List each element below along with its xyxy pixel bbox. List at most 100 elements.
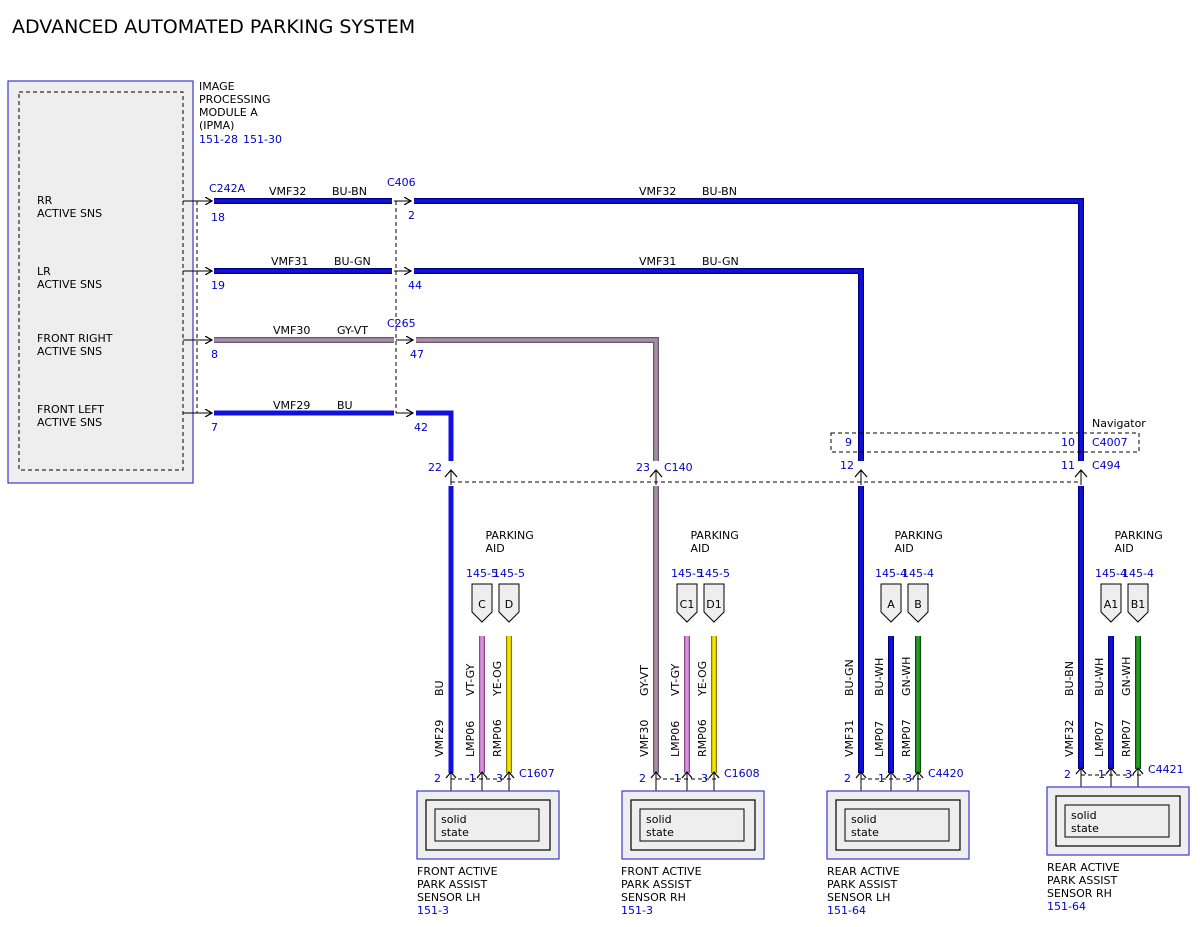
solid-state-label: solid — [851, 813, 877, 826]
park-assist-sensor: A1145-4B1145-4PARKINGAIDBU-BNVMF32BU-WHL… — [1046, 486, 1190, 913]
pin-number: 7 — [211, 421, 218, 434]
signal-label: ACTIVE SNS — [37, 345, 102, 358]
sensor-title: SENSOR LH — [827, 891, 890, 904]
pin-number: 2 — [844, 772, 851, 785]
wire-color-label: BU-WH — [873, 658, 886, 696]
circuit-label: LMP06 — [669, 721, 682, 757]
splice-tab-label: A — [887, 598, 895, 611]
splice-tab — [1127, 583, 1149, 623]
parking-aid-label: AID — [895, 542, 914, 555]
pin-number: 3 — [905, 772, 912, 785]
pin-number: 18 — [211, 211, 225, 224]
ipma-module: IMAGE PROCESSING MODULE A (IPMA) 151-28 … — [7, 80, 282, 484]
connector-label: C4421 — [1148, 763, 1184, 776]
pin-number: 23 — [636, 461, 650, 474]
solid-state-label: state — [1071, 822, 1099, 835]
park-assist-sensor: C1145-5D1145-5PARKINGAIDGY-VTVMF30VT-GYL… — [621, 486, 765, 917]
pin-number: 3 — [496, 772, 503, 785]
pin-number: 47 — [410, 348, 424, 361]
sensor-title: SENSOR LH — [417, 891, 480, 904]
parking-aid-label: PARKING — [486, 529, 534, 542]
solid-state-label: solid — [441, 813, 467, 826]
splice-tab-label: C — [478, 598, 486, 611]
wire-color-label: BU — [337, 399, 353, 412]
wire-color-label: GY-VT — [337, 324, 368, 337]
splice-tab-label: C1 — [680, 598, 695, 611]
splice-tab — [880, 583, 902, 623]
module-ref: 151-30 — [243, 133, 282, 146]
connector-label: C1607 — [519, 767, 555, 780]
parking-aid-label: PARKING — [895, 529, 943, 542]
sensor-title: FRONT ACTIVE — [417, 865, 498, 878]
wire-color-label: VT-GY — [464, 663, 477, 696]
splice-ref: 145-5 — [466, 567, 498, 580]
wire-labels: C242A C406 C265 VMF32 BU-BN VMF32 BU-BN … — [209, 176, 739, 434]
module-name-line: PROCESSING — [199, 93, 271, 106]
pin-number: 3 — [701, 772, 708, 785]
sensor-title: SENSOR RH — [1047, 887, 1112, 900]
signal-label: LR — [37, 265, 51, 278]
circuit-label: VMF30 — [273, 324, 310, 337]
wire-color-label: BU-GN — [843, 659, 856, 696]
page-title: ADVANCED AUTOMATED PARKING SYSTEM — [12, 16, 415, 38]
sensor-ref: 151-3 — [417, 904, 449, 917]
parking-aid-label: PARKING — [691, 529, 739, 542]
pin-number: 12 — [840, 459, 854, 472]
wire-color-label: YE-OG — [696, 661, 709, 697]
splice-tab-label: B — [914, 598, 922, 611]
splice-tab-label: B1 — [1131, 598, 1146, 611]
pin-number: 2 — [434, 772, 441, 785]
signal-label: ACTIVE SNS — [37, 207, 102, 220]
splice-ref: 145-5 — [698, 567, 730, 580]
wire-color-label: BU-GN — [334, 255, 371, 268]
sensors: C145-5D145-5PARKINGAIDBUVMF29VT-GYLMP06Y… — [416, 486, 1190, 917]
signal-label: FRONT LEFT — [37, 403, 104, 416]
splice-tab — [471, 583, 493, 623]
pin-number: 8 — [211, 348, 218, 361]
connector-label: C406 — [387, 176, 416, 189]
wire-color-label: BU-GN — [702, 255, 739, 268]
sensor-ref: 151-64 — [827, 904, 866, 917]
connector-label: C494 — [1092, 459, 1121, 472]
park-assist-sensor: A145-4B145-4PARKINGAIDBU-GNVMF31BU-WHLMP… — [826, 486, 970, 917]
module-name-line: (IPMA) — [199, 119, 234, 132]
connector-label: C242A — [209, 182, 246, 195]
splice-tab — [703, 583, 725, 623]
parking-aid-label: AID — [1115, 542, 1134, 555]
parking-aid-label: AID — [486, 542, 505, 555]
circuit-label: VMF32 — [639, 185, 676, 198]
pin-number: 42 — [414, 421, 428, 434]
wire-color-label: GY-VT — [638, 665, 651, 696]
sensor-title: PARK ASSIST — [417, 878, 488, 891]
pin-number: 10 — [1061, 436, 1075, 449]
pin-number: 2 — [639, 772, 646, 785]
splice-tab-label: D — [505, 598, 513, 611]
wire-color-label: YE-OG — [491, 661, 504, 697]
circuit-label: VMF31 — [271, 255, 308, 268]
sensor-ref: 151-64 — [1047, 900, 1086, 913]
splice-tab-label: D1 — [706, 598, 721, 611]
sensor-ref: 151-3 — [621, 904, 653, 917]
pin-number: 1 — [878, 772, 885, 785]
wire-color-label: VT-GY — [669, 663, 682, 696]
circuit-label: VMF29 — [433, 720, 446, 757]
main-wires — [214, 201, 1084, 461]
module-ref: 151-28 — [199, 133, 238, 146]
inline-connectors: Navigator 9 10 C4007 22 23 C140 12 11 C4… — [428, 417, 1146, 485]
sensor-title: REAR ACTIVE — [1047, 861, 1120, 874]
pin-number: 19 — [211, 279, 225, 292]
sensor-title: SENSOR RH — [621, 891, 686, 904]
splice-ref: 145-4 — [1122, 567, 1154, 580]
circuit-label: RMP07 — [1120, 719, 1133, 757]
solid-state-label: state — [851, 826, 879, 839]
sensor-title: PARK ASSIST — [827, 878, 898, 891]
circuit-label: LMP06 — [464, 721, 477, 757]
splice-ref: 145-5 — [493, 567, 525, 580]
module-name-line: IMAGE — [199, 80, 235, 93]
signal-label: ACTIVE SNS — [37, 416, 102, 429]
connector-label: C140 — [664, 461, 693, 474]
circuit-label: VMF31 — [639, 255, 676, 268]
wire-color-label: BU-BN — [1063, 661, 1076, 696]
circuit-label: RMP06 — [696, 719, 709, 757]
